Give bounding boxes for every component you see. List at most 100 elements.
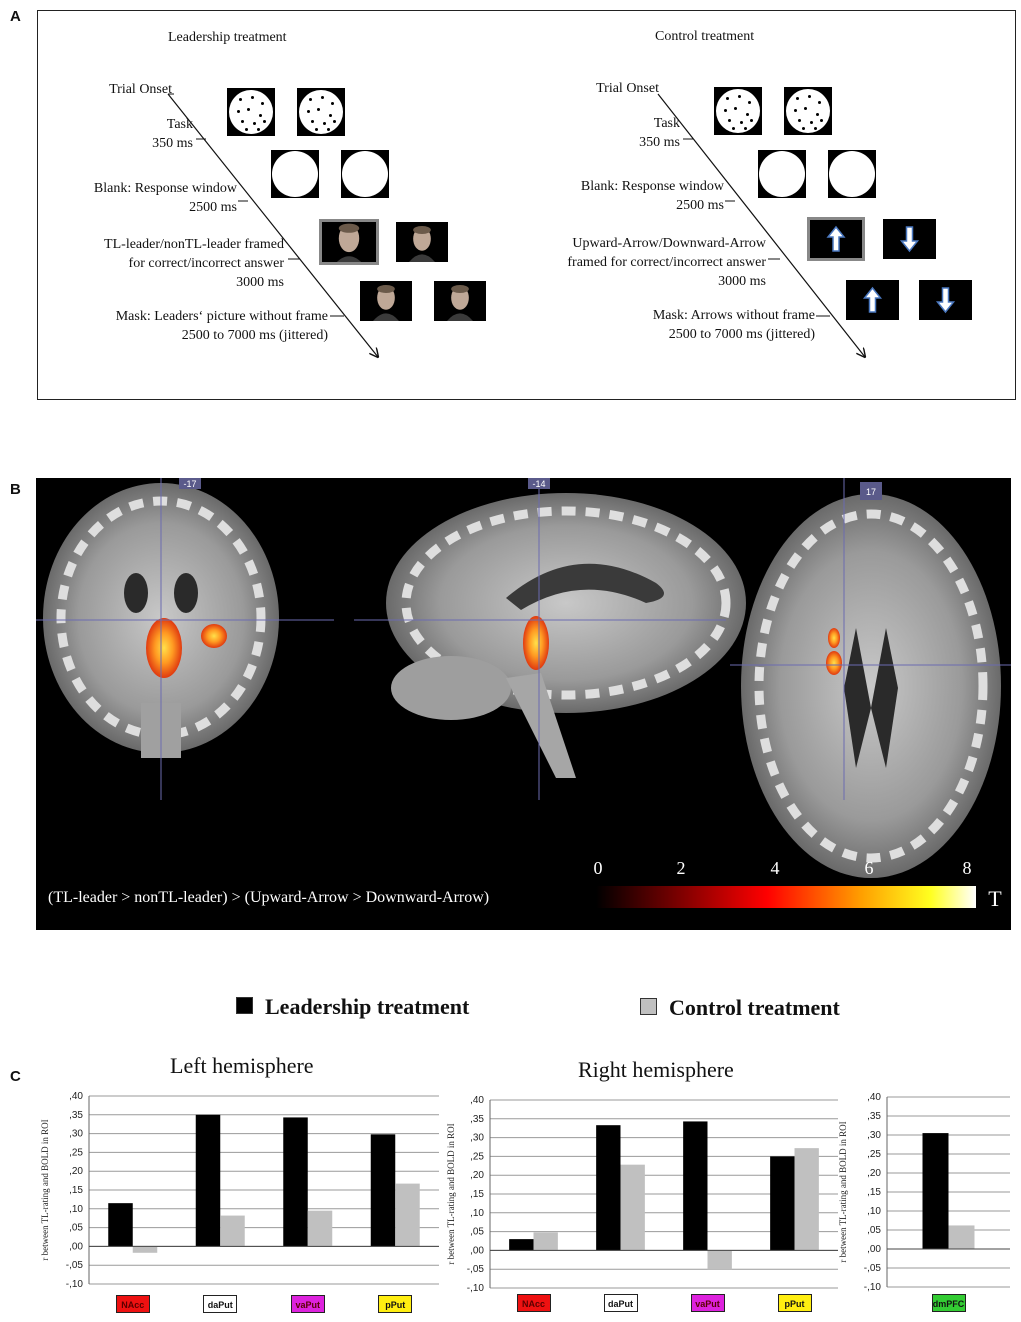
contrast-label: (TL-leader > nonTL-leader) > (Upward-Arr… [48, 889, 489, 906]
timeline-arrow-control [657, 93, 865, 357]
bar-leadership [370, 1134, 396, 1247]
bar-control [794, 1148, 819, 1251]
roi-label: pPut [378, 1295, 413, 1313]
y-tick-label: ,35 [69, 1110, 83, 1121]
bar-control [132, 1246, 158, 1253]
y-tick-label: ,20 [470, 1170, 484, 1181]
roi-label: vaPut [690, 1294, 725, 1312]
face-icon [373, 285, 399, 321]
y-tick-label: ,00 [470, 1245, 484, 1256]
arrow-down-icon [935, 287, 956, 314]
arrow-down-icon [899, 226, 920, 253]
bar-leadership [195, 1114, 221, 1247]
panel-b-fmri: -17 -14 17 0 2 4 6 8 T (TL-leader > nonT… [36, 478, 1011, 930]
face-icon [447, 285, 473, 321]
legend-swatch-control [640, 998, 657, 1016]
bar-control [307, 1210, 333, 1247]
y-tick-label: ,05 [69, 1223, 83, 1234]
y-tick-label: ,30 [470, 1133, 484, 1144]
y-tick-label: ,25 [69, 1147, 83, 1158]
blank-circle-stimulus [341, 150, 389, 198]
chart-dmpfc: ,40,35,30,25,20,15,10,05,00-,05-,10r bet… [838, 1092, 1010, 1293]
axial-slice [741, 494, 1001, 878]
legend-swatch-leadership [236, 997, 253, 1015]
bar-control [220, 1215, 245, 1247]
bar-control [533, 1232, 558, 1251]
timeline-arrow-leadership [167, 93, 378, 357]
y-tick-label: -,05 [864, 1263, 882, 1274]
bar-leadership [683, 1121, 708, 1251]
sagittal-slice [386, 493, 746, 778]
panel-label-c: C [10, 1068, 21, 1085]
bar-leadership [509, 1239, 534, 1251]
y-tick-label: ,25 [867, 1149, 881, 1160]
colorbar [596, 886, 976, 908]
bar-control [620, 1164, 645, 1251]
panel-a-trial-design: Leadership treatment Control treatment T… [37, 10, 1016, 400]
y-tick-label: ,10 [867, 1206, 881, 1217]
y-tick-label: ,20 [69, 1166, 83, 1177]
colorbar-tick: 6 [865, 858, 874, 878]
y-tick-label: ,40 [69, 1091, 83, 1102]
dot-stimulus [714, 87, 762, 135]
y-tick-label: ,15 [867, 1187, 881, 1198]
arrow-up-framed [807, 217, 865, 261]
blank-circle-stimulus [828, 150, 876, 198]
roi-label: pPut [777, 1294, 812, 1312]
y-tick-label: ,05 [470, 1227, 484, 1238]
arrow-up-icon [862, 286, 883, 313]
bar-control [948, 1225, 975, 1249]
face-icon [409, 226, 435, 262]
bar-control [395, 1183, 420, 1247]
y-tick-label: ,40 [470, 1095, 484, 1106]
y-tick-label: ,30 [69, 1129, 83, 1140]
roi-label: vaPut [290, 1295, 325, 1313]
arrow-up-mask [846, 280, 899, 320]
arrow-down-mask [919, 280, 972, 320]
y-tick-label: -,10 [66, 1279, 84, 1290]
roi-label: dmPFC [931, 1294, 966, 1312]
y-tick-label: ,00 [867, 1244, 881, 1255]
y-axis-label: r between TL-rating and BOLD in ROI [446, 1123, 456, 1264]
y-tick-label: ,15 [470, 1189, 484, 1200]
chart-left-hemisphere: ,40,35,30,25,20,15,10,05,00-,05-,10r bet… [40, 1091, 439, 1290]
leadership-trial-onset: Trial Onset [109, 82, 172, 97]
y-tick-label: ,40 [867, 1092, 881, 1103]
brain-slices: -17 -14 17 0 2 4 6 8 T (TL-leader > nonT… [36, 478, 1011, 911]
arrow-up-icon [826, 225, 846, 252]
y-tick-label: ,00 [69, 1241, 83, 1252]
bar-leadership [596, 1125, 621, 1251]
control-trial-onset: Trial Onset [596, 81, 659, 96]
colorbar-tick: 8 [963, 858, 972, 878]
panel-label-a: A [10, 8, 21, 25]
leader-face-framed [319, 219, 379, 265]
slice-badge [179, 478, 201, 489]
y-tick-label: -,05 [467, 1264, 485, 1275]
colorbar-tick: 0 [594, 858, 603, 878]
timeline-arrows [167, 93, 1015, 399]
y-tick-label: -,10 [467, 1283, 485, 1294]
leader-face [396, 222, 448, 262]
leader-face-mask [360, 281, 412, 321]
chart-right-hemisphere: ,40,35,30,25,20,15,10,05,00-,05-,10r bet… [446, 1095, 838, 1294]
dot-stimulus [297, 88, 345, 136]
colorbar-unit: T [988, 886, 1002, 911]
dot-stimulus [227, 88, 275, 136]
slice-label: -17 [183, 479, 196, 489]
roi-label: daPut [203, 1295, 238, 1313]
bar-leadership [283, 1117, 308, 1247]
panel-label-b: B [10, 481, 21, 498]
y-tick-label: ,25 [470, 1151, 484, 1162]
slice-label: -14 [532, 479, 545, 489]
colorbar-tick: 4 [771, 858, 780, 878]
blank-circle-stimulus [271, 150, 319, 198]
face-icon [334, 223, 364, 265]
leadership-title: Leadership treatment [168, 30, 287, 45]
